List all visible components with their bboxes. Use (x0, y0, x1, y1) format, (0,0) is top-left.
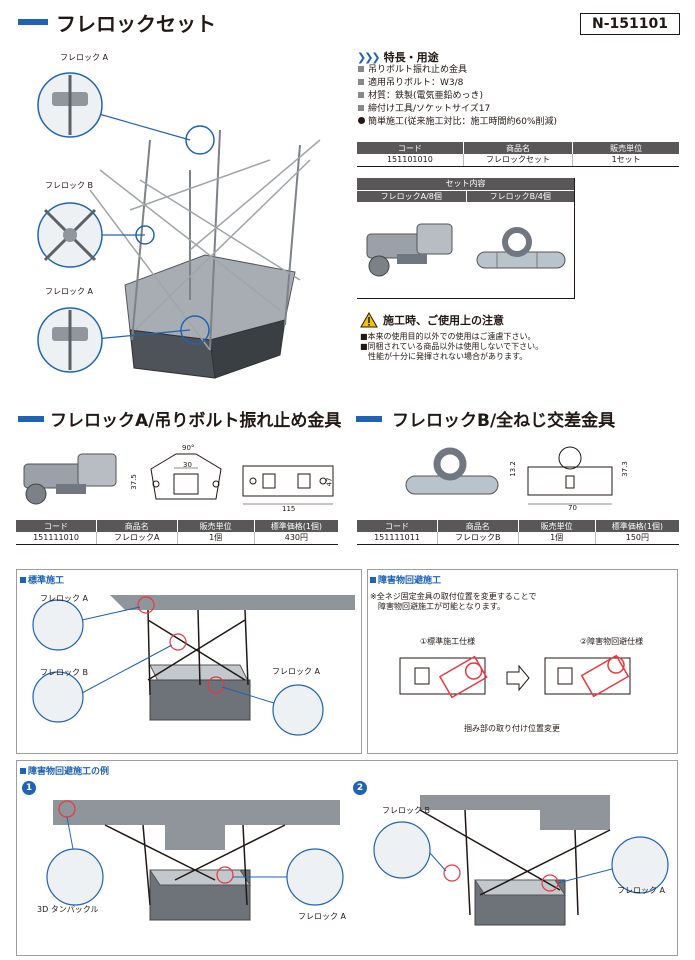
features-title: ❯❯❯特長・用途 (357, 49, 439, 65)
col-header: 販売単位 (517, 520, 596, 532)
dim-37-5: 37.5 (129, 474, 138, 490)
set-spec-table: コード 商品名 販売単位 151101010 フレロックセット 1セット (357, 142, 679, 167)
spec-standard-label: ①標準施工仕様 (420, 637, 476, 646)
obstacle-note: ※全ネジ固定金具の取付位置を変更することで 障害物回避施工が可能となります。 (370, 592, 537, 611)
standard-label-a2: フレロック A (272, 667, 321, 676)
square-icon (20, 768, 26, 774)
flelock-b-product-image (405, 447, 499, 495)
spec-obstacle-label: ②障害物回避仕様 (580, 637, 644, 646)
table-row: 151111011 フレロックB 1個 150円 (357, 532, 679, 545)
section-a-title: フレロックA/吊りボルト振れ止め金具 (50, 411, 342, 431)
col-header: 販売単位 (572, 142, 679, 154)
example-label-b-right: フレロック B (382, 806, 431, 815)
chevron-right-icon: ❯❯❯ (357, 51, 381, 64)
caution-line: ■同梱されている商品以外は使用しないで下さい。 (360, 342, 544, 351)
section-b-title: フレロックB/全ねじ交差金具 (392, 411, 616, 431)
caution-line: ■本来の使用目的以外での使用はご遠慮下さい。 (360, 332, 536, 341)
flelock-b-spec-table: コード 商品名 販売単位 標準価格(1個) 151111011 フレロックB 1… (357, 520, 679, 545)
label-flelock-a-bottom: フレロック A (45, 287, 94, 296)
title-accent-bar (18, 19, 48, 25)
example-2-illustration (373, 795, 669, 926)
dim-angle: 90° (182, 444, 195, 452)
panel-standard-installation (16, 569, 362, 754)
features-list: 吊りボルト振れ止め金具 適用吊りボルト：W3/8 材質：鉄製(電気亜鉛めっき) … (358, 64, 557, 129)
feature-highlight: 簡単施工(従来施工対比：施工時間約60%削減) (358, 116, 557, 129)
obstacle-spec-illustration (399, 654, 631, 699)
caution-section: 施工時、ご使用上の注意 ■本来の使用目的以外での使用はご遠慮下さい。 ■同梱され… (360, 312, 543, 362)
square-icon (20, 577, 26, 583)
panel-obstacle-title: 障害物回避施工 (370, 573, 441, 586)
panel-obstacle-avoidance (367, 569, 678, 754)
dim-37-3: 37.3 (620, 461, 629, 477)
flelock-a-spec-table: コード 商品名 販売単位 標準価格(1個) 151111010 フレロックA 1… (16, 520, 338, 545)
flelock-b-drawing (527, 446, 613, 505)
set-col-a: フレロックA/8個 (380, 192, 442, 201)
flelock-a-top-drawing (150, 453, 222, 500)
section-b-accent-bar (356, 416, 382, 422)
example-label-tanpakkuru: 3D タンパックル (37, 905, 99, 914)
col-header: 商品名 (462, 142, 573, 154)
square-bullet-icon (358, 66, 364, 72)
page-title: フレロックセット (56, 12, 216, 36)
label-flelock-b: フレロック B (45, 181, 94, 190)
example-number-2: 2 (353, 781, 367, 795)
table-row: 151111010 フレロックA 1個 430円 (16, 532, 338, 545)
example-1-illustration (46, 800, 344, 921)
dim-30: 30 (183, 461, 192, 469)
square-bullet-icon (358, 105, 364, 111)
square-icon (370, 577, 376, 583)
square-bullet-icon (358, 79, 364, 85)
dim-13-2: 13.2 (508, 461, 517, 477)
example-label-a-left: フレロック A (298, 912, 347, 921)
set-contents-box: セット内容 フレロックA/8個 フレロックB/4個 (357, 178, 575, 299)
flelock-a-side-drawing (242, 465, 334, 505)
col-header: 商品名 (437, 520, 518, 532)
feature-item: 材質：鉄製(電気亜鉛めっき) (358, 90, 557, 103)
col-header: コード (16, 520, 97, 532)
example-number-1: 1 (22, 781, 36, 795)
col-header: 商品名 (96, 520, 177, 532)
flelock-b-photo (476, 227, 566, 269)
warning-icon (360, 312, 378, 328)
dim-47: 47 (325, 477, 334, 487)
dim-115: 115 (282, 505, 296, 513)
panel-standard-title: 標準施工 (20, 573, 64, 586)
dot-bullet-icon (358, 117, 365, 124)
product-code: N-151101 (580, 13, 680, 35)
flelock-a-photo (366, 223, 453, 277)
caution-line: 性能が十分に発揮されない場合があります。 (368, 352, 528, 361)
standard-installation-illustration (32, 595, 355, 736)
dim-70: 70 (568, 504, 577, 512)
section-a-accent-bar (18, 416, 44, 422)
example-label-a-right: フレロック A (617, 886, 666, 895)
feature-item: 吊りボルト振れ止め金具 (358, 64, 557, 77)
panel-examples-title: 障害物回避施工の例 (20, 764, 109, 777)
set-col-b: フレロックB/4個 (465, 191, 575, 202)
feature-item: 適用吊りボルト：W3/8 (358, 77, 557, 90)
col-header: コード (357, 520, 438, 532)
feature-item: 締付け工具/ソケットサイズ17 (358, 103, 557, 116)
main-installation-illustration (37, 72, 321, 379)
col-header: 販売単位 (176, 520, 255, 532)
set-contents-title: セット内容 (357, 178, 574, 190)
col-header: 標準価格(1個) (253, 520, 338, 532)
caution-title: 施工時、ご使用上の注意 (383, 314, 504, 327)
col-header: 標準価格(1個) (594, 520, 679, 532)
standard-label-b: フレロック B (40, 668, 89, 677)
table-row: 151101010 フレロックセット 1セット (357, 154, 679, 167)
label-flelock-a-top: フレロック A (60, 53, 109, 62)
standard-label-a1: フレロック A (40, 594, 89, 603)
panel-obstacle-examples (16, 760, 678, 956)
obstacle-caption: 掴み部の取り付け位置変更 (464, 724, 560, 733)
features-title-text: 特長・用途 (383, 51, 439, 64)
col-header: コード (357, 142, 464, 154)
square-bullet-icon (358, 92, 364, 98)
flelock-a-product-image (23, 453, 117, 505)
